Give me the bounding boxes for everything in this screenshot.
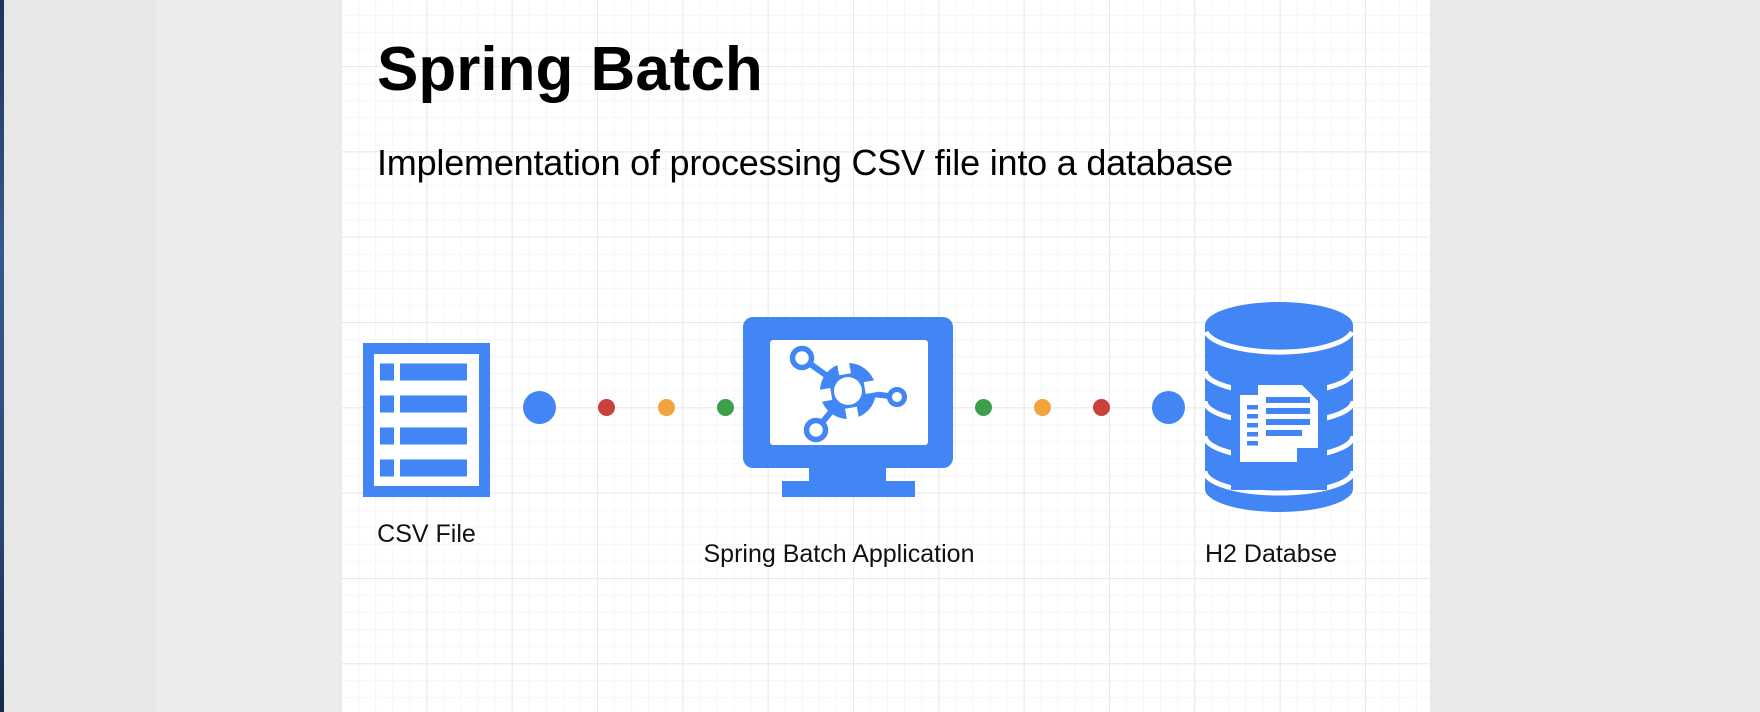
connector-app-to-db [975,391,1185,424]
flow-dot-red [1093,399,1110,416]
node-label-csv-file: CSV File [377,520,476,548]
flow-dot-orange [1034,399,1051,416]
page-subtitle: Implementation of processing CSV file in… [377,142,1233,183]
flow-dot-orange [657,399,675,416]
right-gutter [1430,0,1760,712]
flow-dot-green [716,399,734,416]
flow-dot-blue [523,391,556,424]
database-cylinder-icon [1205,302,1353,512]
node-h2-database[interactable]: H2 Databse [1205,302,1353,568]
flow-dot-red [598,399,616,416]
flow-dot-green [975,399,992,416]
monitor-spring-icon [743,317,953,497]
node-label-h2-database: H2 Databse [1204,540,1338,568]
connector-csv-to-app [523,391,734,424]
page-title: Spring Batch [377,35,763,104]
diagram-canvas[interactable]: Spring Batch Implementation of processin… [341,0,1430,712]
csv-file-icon [363,343,490,497]
flow-dot-blue [1152,391,1185,424]
left-gutter [4,0,341,712]
node-spring-batch-application[interactable]: Spring Batch Application [703,317,975,568]
node-label-spring-batch-application: Spring Batch Application [703,540,975,568]
node-csv-file[interactable]: CSV File [363,343,490,548]
window-edge-strip [0,0,4,712]
